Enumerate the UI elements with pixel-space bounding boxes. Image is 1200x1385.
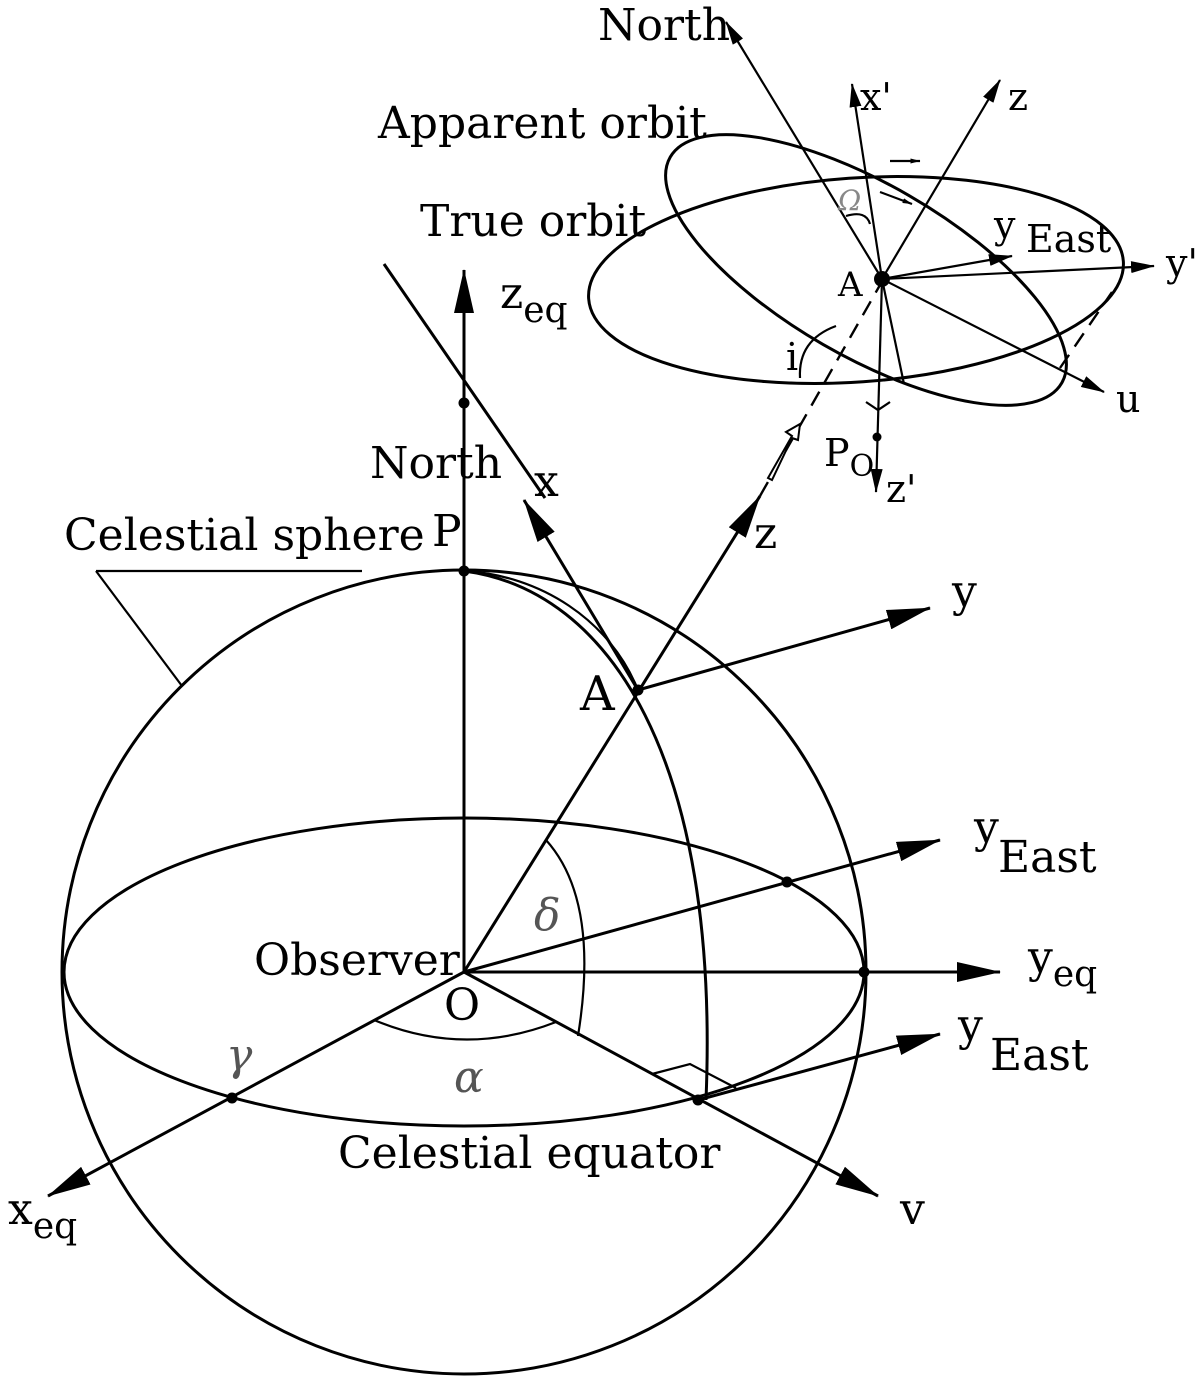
v-axis [463,970,879,1198]
y-east-lower-axis [697,1032,941,1102]
z-label-inset: z [1008,75,1028,119]
apparent-orbit-label: Apparent orbit [377,98,707,149]
z-axis-inset [881,79,1001,280]
inset-orbit-group: North Apparent orbit True orbit x' z Ω y… [377,0,1198,511]
y-axis-main [637,606,931,692]
y-east-lower-label: y [957,1000,983,1051]
y-east-upper-label: y [973,802,999,853]
z-eq-main: z [500,268,523,319]
z-prime-axis [870,278,884,493]
x-axis-main [522,499,640,691]
omega-label: Ω [837,184,861,217]
po-sub: O [850,449,875,484]
hollow-arrow-icon [766,422,802,482]
y-label-inset: y [993,203,1016,247]
north-line [382,263,547,499]
a-label-main: A [579,666,616,722]
y-east-lower-sub: East [990,1030,1089,1081]
point-gamma [226,1092,238,1104]
x-label-main: x [534,456,559,507]
u-axis [881,278,1105,393]
omega-arc [845,213,872,225]
point-a-inset [874,271,890,287]
celestial-equator-label: Celestial equator [338,1128,721,1179]
gamma-label: γ [226,1030,253,1081]
z-label-main: z [754,508,777,559]
p-label: P [432,506,462,557]
point-p [458,565,470,577]
po-label: PO [824,431,874,484]
i-label: i [786,335,798,379]
alpha-angle-arc [373,1018,557,1041]
y-eq-main: y [1027,932,1053,983]
x-eq-main: x [8,1184,33,1235]
o-label: O [444,980,480,1031]
v-label: v [899,1184,925,1235]
a-to-node-line [880,278,906,385]
equator-point-yeq [858,966,870,978]
x-prime-label: x' [860,75,892,119]
equator-point-v [692,1094,704,1106]
x-prime-axis [849,83,884,280]
y-prime-label: y' [1165,241,1198,285]
direction-arrow-omega-icon [879,190,913,206]
u-label: u [1116,377,1140,421]
celestial-sphere-label: Celestial sphere [64,510,425,561]
z-eq-sub: eq [523,290,567,331]
z-prime-tick [865,401,891,412]
observer-label: Observer [254,935,461,986]
true-orbit-ellipse [587,175,1125,385]
inset-dashed-right [1059,291,1113,369]
z-prime-label: z' [886,467,916,511]
true-orbit-label: True orbit [420,196,647,247]
y-eq-sub: eq [1053,954,1097,995]
alpha-label: α [454,1052,484,1103]
north-label-main: North [370,438,502,489]
equator-point-east [781,876,793,888]
y-east-upper-axis [463,838,941,974]
point-po [872,432,882,442]
z-eq-label: zeq [500,268,568,331]
delta-label: δ [534,890,561,941]
y-prime-axis [881,261,1155,281]
y-label-main: y [951,566,977,617]
north-label-inset: North [598,0,730,51]
y-axis-inset [881,254,1013,281]
point-a [632,684,644,696]
x-eq-label: xeq [8,1184,77,1247]
meridian-arc [463,569,709,1101]
right-angle-marker [651,1062,737,1089]
x-eq-sub: eq [33,1206,77,1247]
north-line-inset [725,21,883,280]
po-main: P [824,431,850,475]
a-label-inset: A [837,265,863,305]
celestial-sphere-leader [95,570,183,687]
y-east-upper-sub: East [998,832,1097,883]
delta-angle-arc [545,839,586,1037]
main-sphere-group: Celestial sphere North P A O Observer Ce… [8,263,1097,1376]
east-label-inset: East [1026,217,1111,261]
x-eq-axis [47,970,465,1198]
inclination-arc [798,324,837,379]
y-eq-label: yeq [1027,932,1097,995]
arc-p-to-a [463,569,640,691]
apparent-orbit-ellipse [664,133,1068,407]
north-point [458,397,470,409]
z-axis-main [462,495,762,973]
